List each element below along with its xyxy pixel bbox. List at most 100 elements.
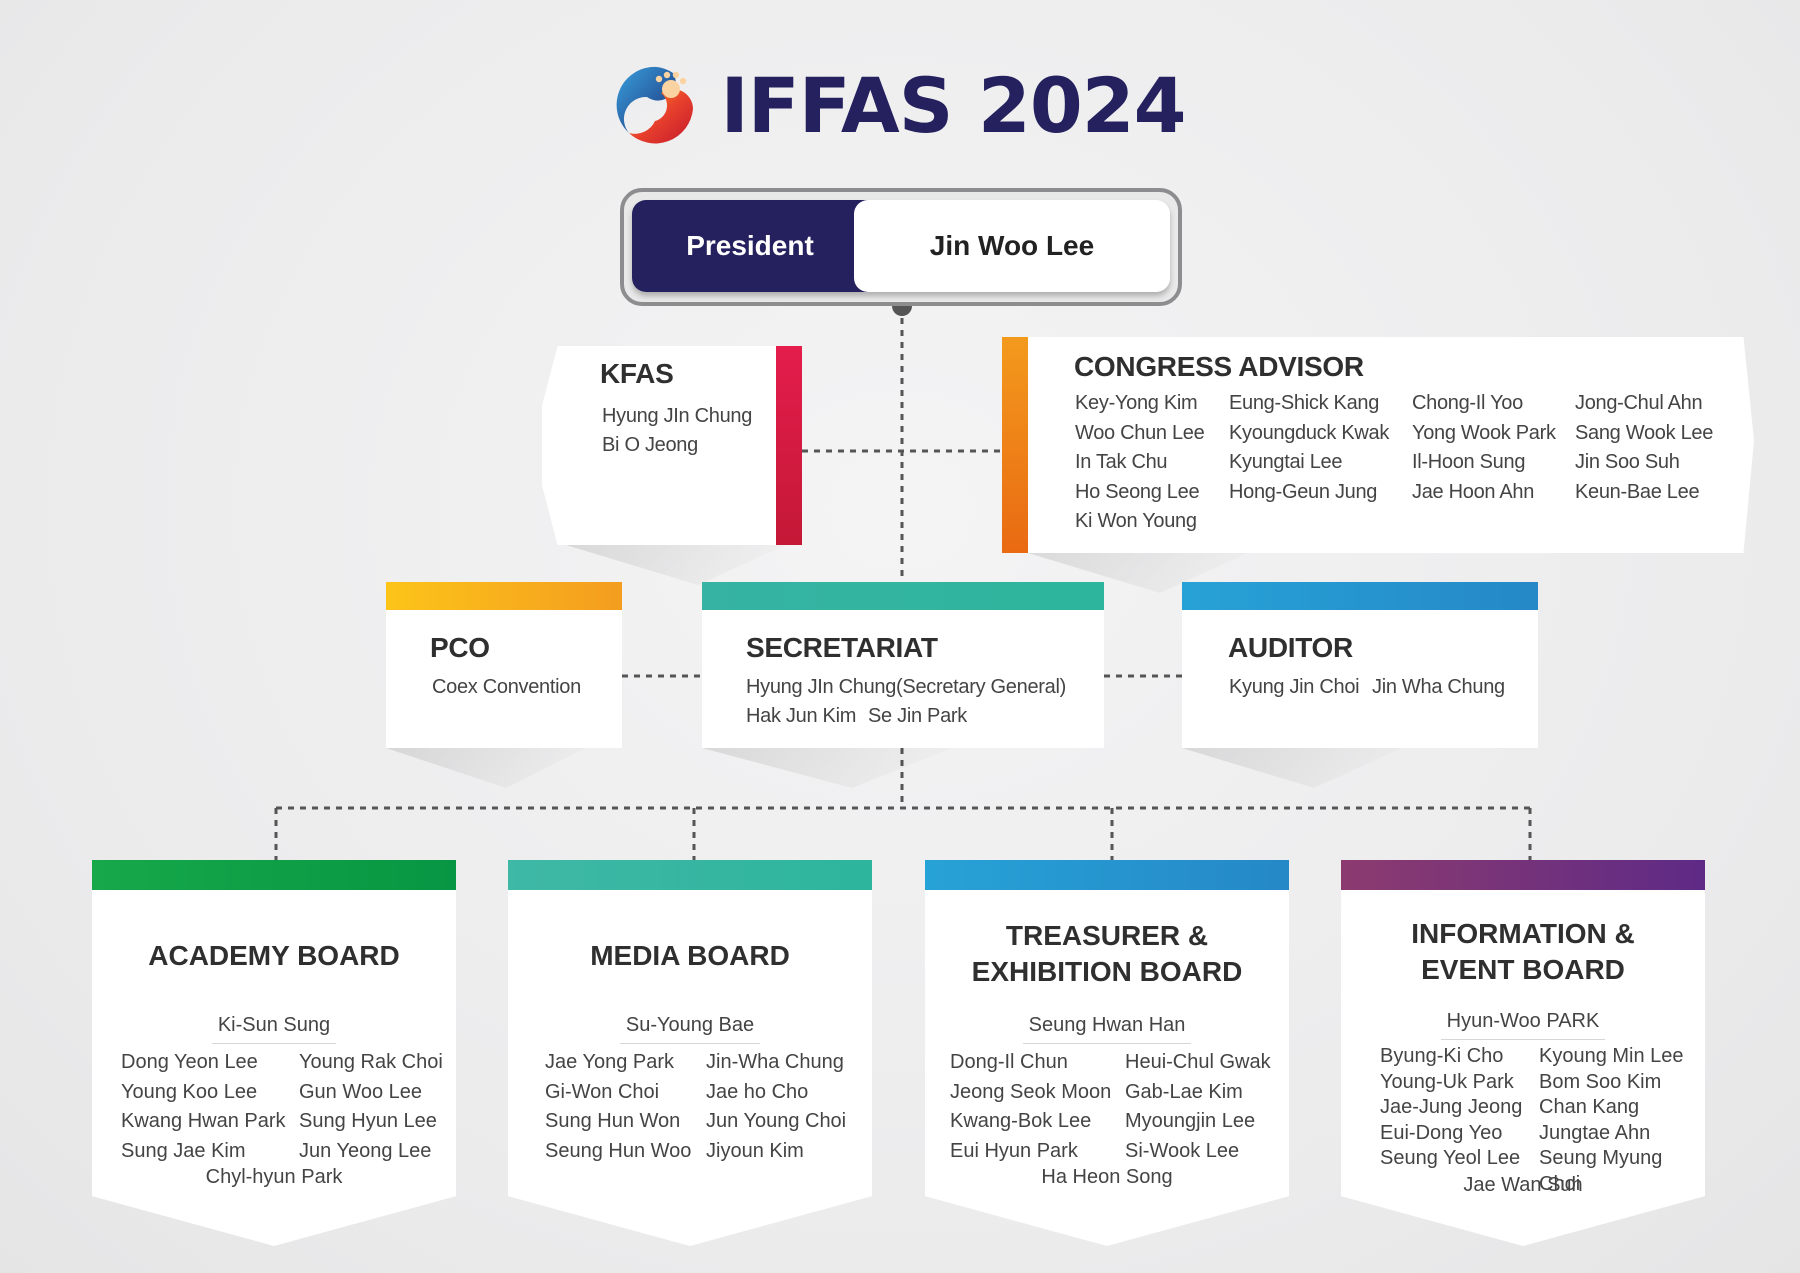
advisor-member: Ho Seong Lee [1075, 480, 1200, 503]
board-member: Jin-Wha Chung [706, 1051, 844, 1073]
advisor-member: In Tak Chu [1075, 451, 1168, 473]
board-member: Gi-Won Choi [545, 1080, 660, 1103]
board-member: Heui-Chul Gwak [1125, 1051, 1271, 1073]
advisor-member: Yong Wook Park [1412, 421, 1556, 444]
advisor-accent-bar [1002, 337, 1028, 553]
board-member: Gun Woo Lee [299, 1080, 423, 1103]
advisor-member: Kyoungduck Kwak [1229, 421, 1390, 444]
board-members-left: Jae Yong Park Gi-Won Choi Sung Hun Won S… [545, 1048, 691, 1166]
board-chair: Seung Hwan Han [1022, 1014, 1192, 1044]
media-board: MEDIA BOARD Su-Young Bae Jae Yong Park G… [508, 860, 872, 1246]
board-member: Eui Hyun Park [950, 1139, 1078, 1162]
secretariat-member: Se Jin Park [868, 705, 967, 727]
kfas-accent-bar [776, 346, 802, 545]
advisor-member: Jae Hoon Ahn [1412, 480, 1535, 503]
advisor-member: Ki Won Young [1075, 510, 1197, 532]
board-members-right: Jin-Wha Chung Jae ho Cho Jun Young Choi … [706, 1048, 846, 1166]
board-member: Kwang Hwan Park [121, 1110, 286, 1132]
advisor-member: Hong-Geun Jung [1229, 480, 1378, 503]
board-member: Dong Yeon Lee [121, 1051, 258, 1073]
secretariat-member: Hak Jun Kim [746, 705, 857, 727]
advisor-column-3: Chong-Il Yoo Yong Wook Park Il-Hoon Sung… [1412, 389, 1556, 507]
board-members-right: Kyoung Min Lee Bom Soo Kim Chan Kang Jun… [1539, 1044, 1705, 1197]
advisor-title: CONGRESS ADVISOR [1074, 351, 1364, 382]
pco-title: PCO [430, 632, 490, 663]
auditor-member: Kyung Jin Choi [1229, 676, 1360, 698]
board-title: INFORMATION & [1411, 918, 1635, 949]
treasurer-board-body: TREASURER & EXHIBITION BOARD Seung Hwan … [925, 890, 1289, 1246]
media-board-accent-bar [508, 860, 872, 890]
pco-card: PCO Coex Convention [386, 582, 622, 748]
board-member: Kwang-Bok Lee [950, 1110, 1092, 1132]
secretariat-card: SECRETARIAT Hyung JIn Chung(Secretary Ge… [702, 582, 1104, 748]
media-board-body: MEDIA BOARD Su-Young Bae Jae Yong Park G… [508, 890, 872, 1246]
board-member: Seung Yeol Lee [1380, 1147, 1521, 1169]
information-board-accent-bar [1341, 860, 1705, 890]
information-event-board: INFORMATION & EVENT BOARD Hyun-Woo PARK … [1341, 860, 1705, 1246]
board-members-left: Dong Yeon Lee Young Koo Lee Kwang Hwan P… [121, 1048, 286, 1166]
auditor-accent-bar [1182, 582, 1538, 610]
treasurer-board-accent-bar [925, 860, 1289, 890]
board-chair: Su-Young Bae [619, 1014, 761, 1044]
board-member: Seung Hun Woo [545, 1139, 692, 1162]
pco-member: Coex Convention [432, 676, 581, 698]
advisor-member: Kyungtai Lee [1229, 451, 1343, 473]
president-box: President Jin Woo Lee [632, 200, 1170, 292]
kfas-member: Bi O Jeong [602, 434, 698, 456]
board-member: Dong-Il Chun [950, 1051, 1068, 1073]
board-title: TREASURER & [1005, 920, 1209, 951]
board-member: Jeong Seok Moon [950, 1080, 1112, 1103]
board-member: Sung Hyun Lee [299, 1110, 437, 1132]
board-title: ACADEMY BOARD [148, 940, 400, 971]
board-member: Young-Uk Park [1380, 1070, 1514, 1093]
board-member: Jae ho Cho [706, 1080, 809, 1103]
board-member: Sung Hun Won [545, 1110, 681, 1132]
board-member: Jiyoun Kim [706, 1139, 804, 1162]
board-member: Chan Kang [1539, 1096, 1640, 1118]
advisor-member: Woo Chun Lee [1075, 421, 1205, 444]
board-member: Sung Jae Kim [121, 1139, 246, 1162]
president-name: Jin Woo Lee [854, 200, 1170, 292]
pco-accent-bar [386, 582, 622, 610]
board-members-right: Heui-Chul Gwak Gab-Lae Kim Myoungjin Lee… [1125, 1048, 1271, 1166]
board-chair: Hyun-Woo PARK [1440, 1010, 1606, 1040]
kfas-card: KFAS Hyung JIn Chung Bi O Jeong [542, 346, 802, 545]
board-member: Chyl-hyun Park [205, 1166, 343, 1188]
board-title: EVENT BOARD [1421, 954, 1625, 985]
auditor-title: AUDITOR [1228, 632, 1353, 663]
board-member: Byung-Ki Cho [1380, 1045, 1504, 1067]
kfas-title: KFAS [600, 358, 674, 389]
advisor-column-2: Eung-Shick Kang Kyoungduck Kwak Kyungtai… [1229, 389, 1389, 507]
advisor-column-1: Key-Yong Kim Woo Chun Lee In Tak Chu Ho … [1075, 389, 1205, 537]
board-chair: Ki-Sun Sung [211, 1014, 337, 1044]
board-member: Jungtae Ahn [1539, 1121, 1651, 1144]
board-member: Ha Heon Song [1041, 1166, 1173, 1188]
secretariat-accent-bar [702, 582, 1104, 610]
academy-board: ACADEMY BOARD Ki-Sun Sung Dong Yeon Lee … [92, 860, 456, 1246]
auditor-member: Jin Wha Chung [1372, 676, 1505, 698]
advisor-member: Il-Hoon Sung [1412, 451, 1526, 473]
kfas-member: Hyung JIn Chung [602, 405, 753, 427]
board-member: Seung Myung Choi [1539, 1147, 1663, 1195]
board-member: Si-Wook Lee [1125, 1139, 1240, 1162]
advisor-member: Jong-Chul Ahn [1575, 392, 1703, 414]
advisor-member: Key-Yong Kim [1075, 392, 1198, 414]
advisor-column-4: Jong-Chul Ahn Sang Wook Lee Jin Soo Suh … [1575, 389, 1713, 507]
academy-board-accent-bar [92, 860, 456, 890]
board-member: Eui-Dong Yeo [1380, 1121, 1503, 1144]
page-title: IFFAS 2024 [720, 60, 1187, 150]
president-role: President [632, 200, 868, 292]
board-title: MEDIA BOARD [590, 940, 790, 971]
board-member: Bom Soo Kim [1539, 1070, 1662, 1093]
information-board-body: INFORMATION & EVENT BOARD Hyun-Woo PARK … [1341, 890, 1705, 1246]
header: IFFAS 2024 [0, 50, 1800, 160]
board-member: Young Koo Lee [121, 1080, 258, 1103]
advisor-member: Chong-Il Yoo [1412, 392, 1523, 414]
secretariat-title: SECRETARIAT [746, 632, 938, 663]
board-members-left: Byung-Ki Cho Young-Uk Park Jae-Jung Jeon… [1380, 1044, 1522, 1172]
congress-advisor-card: CONGRESS ADVISOR Key-Yong Kim Woo Chun L… [1002, 337, 1754, 553]
board-member: Myoungjin Lee [1125, 1110, 1256, 1132]
secretariat-line-1: Hyung JIn Chung(Secretary General) [746, 676, 1066, 698]
advisor-member: Sang Wook Lee [1575, 421, 1714, 444]
